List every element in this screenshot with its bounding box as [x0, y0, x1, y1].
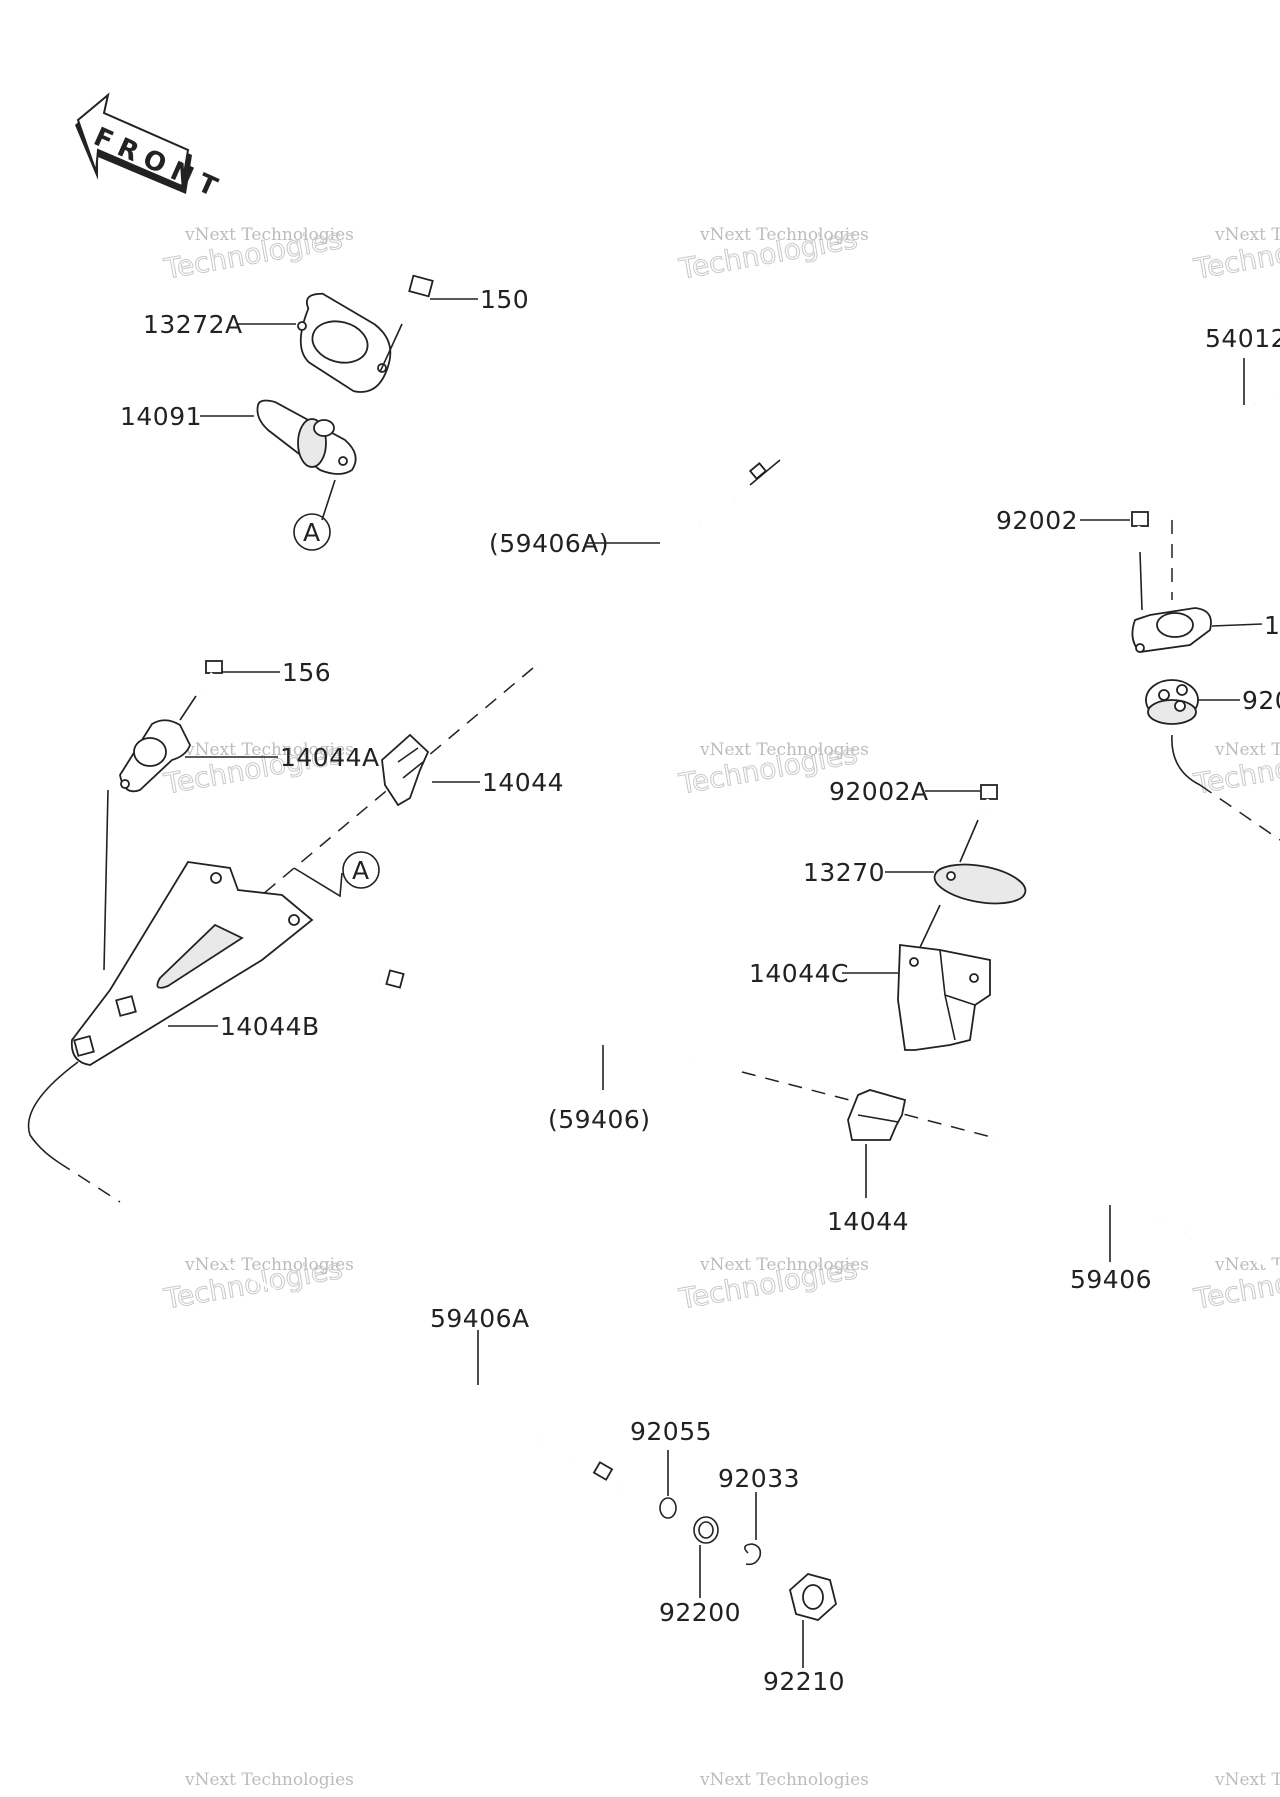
o-ring-92055: [659, 1497, 677, 1519]
bolt-156: [179, 660, 223, 721]
part-label-14044-lower: 14044: [827, 1207, 909, 1236]
part-label-92033: 92033: [718, 1464, 800, 1493]
part-label-14091: 14091: [120, 402, 202, 431]
watermark-text: vNext Technologies: [184, 740, 354, 760]
cable-54012: [1165, 385, 1280, 516]
part-label-13270: 13270: [803, 858, 885, 887]
watermark-text: vNext Technologies: [184, 225, 354, 245]
bolt-92002: [1131, 511, 1149, 611]
bolt-92002A: [959, 784, 998, 863]
watermark-text: vNext Technologies: [184, 1255, 354, 1275]
part-label-59406-paren: (59406): [548, 1105, 651, 1134]
flange-gasket-13272A: [297, 292, 392, 393]
clamp-14044A: [119, 719, 191, 793]
part-label-14044-upper: 14044: [482, 768, 564, 797]
part-label-13272A: 13272A: [143, 310, 243, 339]
part-label-92002: 92002: [996, 506, 1078, 535]
watermark-text: vNext Technologies: [699, 225, 869, 245]
holder-14091: [256, 399, 357, 475]
nut-92210: [788, 1573, 838, 1621]
clip-14044-upper: [381, 733, 430, 807]
part-label-150: 150: [480, 285, 529, 314]
part-label-92002A: 92002A: [829, 777, 929, 806]
part-label-14044C: 14044C: [749, 959, 849, 988]
gasket-13270: [933, 863, 1027, 905]
reference-label-a: A: [352, 856, 370, 885]
bracket-14044C: [897, 943, 991, 1051]
front-arrow-label: FRONT: [89, 122, 229, 206]
reference-circle-a: [293, 513, 331, 551]
bracket-14044B: [70, 861, 314, 1066]
part-label-59406A-paren: (59406A): [489, 529, 609, 558]
part-label-54012: 54012: [1205, 324, 1280, 353]
watermark-text: vNext Technologies: [699, 1770, 869, 1790]
washer-92200: [693, 1516, 719, 1544]
part-label-92200: 92200: [659, 1598, 741, 1627]
part-label-cut-920: 920: [1242, 686, 1280, 715]
part-label-59406A: 59406A: [430, 1304, 530, 1333]
watermark-text: vNext Technologies: [184, 1770, 354, 1790]
part-label-59406: 59406: [1070, 1265, 1152, 1294]
watermark-text: vNext Technologies: [1214, 740, 1280, 760]
part-label-cut-1: 1: [1264, 611, 1280, 640]
reference-label-a: A: [303, 518, 321, 547]
cable-59406-right: [997, 1137, 1280, 1273]
part-label-156: 156: [282, 658, 331, 687]
cable-59406-middle: [379, 969, 743, 1076]
part-label-14044A: 14044A: [280, 743, 380, 772]
bolt-150: [379, 274, 434, 373]
grommet-cut-off: [1145, 679, 1199, 725]
part-label-92210: 92210: [763, 1667, 845, 1696]
watermark-text: vNext Technologies: [699, 740, 869, 760]
plate-cut-off: [1131, 607, 1212, 653]
watermark-text: vNext Technologies: [1214, 225, 1280, 245]
watermark-text: vNext Technologies: [1214, 1770, 1280, 1790]
clip-14044-lower: [847, 1089, 907, 1141]
watermark-text: vNext Technologies: [699, 1255, 869, 1275]
part-label-92055: 92055: [630, 1417, 712, 1446]
part-label-14044B: 14044B: [220, 1012, 320, 1041]
front-arrow-icon: FRONT: [75, 92, 229, 206]
reference-circle-a: [342, 851, 380, 889]
cable-59406A-upper: [534, 457, 782, 668]
lock-washer-92033: [744, 1543, 762, 1566]
cable-59406A-lower: [119, 1200, 621, 1490]
